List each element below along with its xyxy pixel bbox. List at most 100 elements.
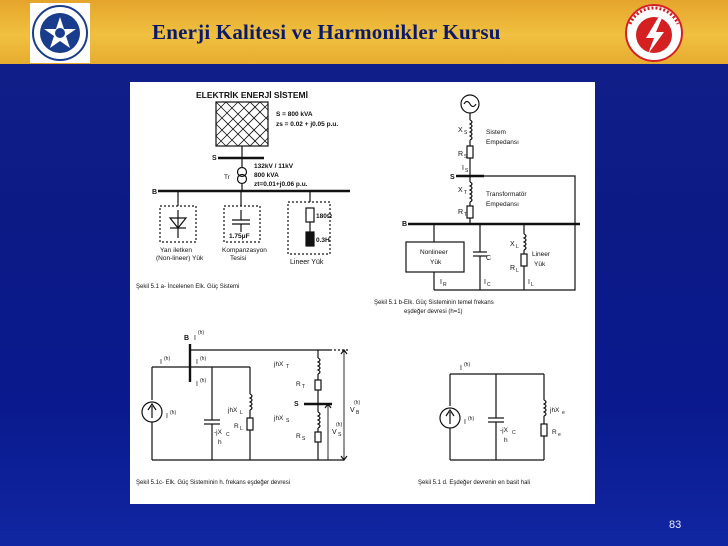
svg-text:R: R	[510, 265, 515, 272]
fig-a-load2-line1: Kompanzasyon	[222, 247, 267, 254]
turkiye-elektrik-iletim-logo-icon	[625, 4, 683, 62]
svg-text:L: L	[516, 244, 519, 250]
svg-text:L: L	[240, 410, 243, 416]
fig-a-load2-line2: Tesisi	[230, 255, 246, 262]
svg-text:L: L	[531, 282, 534, 288]
university-seal-icon	[30, 3, 90, 63]
figure-panel: ELEKTRİK ENERJİ SİSTEMİ S = 800 kVA zs =…	[130, 82, 595, 504]
transformer-icon	[236, 166, 248, 178]
svg-text:L: L	[240, 426, 243, 432]
svg-text:C: C	[512, 430, 516, 436]
svg-text:X: X	[510, 241, 515, 248]
svg-text:S = 800 kVA: S = 800 kVA	[276, 111, 313, 118]
svg-text:C: C	[487, 282, 491, 288]
svg-text:(h): (h)	[164, 356, 170, 362]
svg-text:e: e	[562, 410, 565, 416]
svg-text:B: B	[356, 410, 360, 416]
svg-text:T: T	[286, 364, 289, 370]
svg-text:Nonlineer: Nonlineer	[420, 249, 449, 256]
fig-d-caption: Şekil 5.1 d. Eşdeğer devrenin en basit h…	[418, 480, 530, 486]
svg-text:0.3H: 0.3H	[316, 237, 330, 244]
svg-text:C: C	[226, 432, 230, 438]
svg-text:I: I	[484, 279, 486, 286]
svg-text:S: S	[450, 174, 455, 181]
svg-text:zt=0.01+j0.06 p.u.: zt=0.01+j0.06 p.u.	[254, 181, 308, 188]
svg-text:-jX: -jX	[500, 427, 509, 434]
svg-text:S: S	[286, 418, 290, 424]
svg-text:R: R	[458, 151, 463, 158]
svg-text:R: R	[552, 429, 557, 436]
svg-text:V: V	[332, 429, 337, 436]
header-bar: Enerji Kalitesi ve Harmonikler Kursu	[0, 0, 728, 64]
svg-text:S: S	[212, 155, 217, 162]
svg-text:S: S	[338, 432, 342, 438]
svg-text:V: V	[350, 407, 355, 414]
svg-text:I: I	[460, 365, 462, 372]
svg-text:T: T	[464, 190, 467, 196]
svg-text:I: I	[166, 413, 168, 420]
svg-text:e: e	[558, 432, 561, 438]
svg-text:(h): (h)	[198, 330, 204, 336]
svg-text:Lineer Yük: Lineer Yük	[290, 259, 324, 266]
svg-text:B: B	[152, 189, 157, 196]
svg-text:(h): (h)	[354, 400, 360, 406]
svg-text:Transformatör: Transformatör	[486, 191, 527, 198]
svg-text:jhX: jhX	[273, 415, 284, 422]
svg-text:X: X	[458, 127, 463, 134]
svg-text:132kV / 11kV: 132kV / 11kV	[254, 163, 294, 170]
circuit-diagrams: ELEKTRİK ENERJİ SİSTEMİ S = 800 kVA zs =…	[136, 90, 580, 486]
svg-text:Yük: Yük	[534, 261, 546, 268]
svg-text:-jX: -jX	[214, 429, 223, 436]
svg-text:I: I	[196, 359, 198, 366]
fig-b-caption-line2: eşdeğer devresi (h=1)	[404, 309, 463, 315]
svg-text:L: L	[516, 268, 519, 274]
svg-text:S: S	[464, 154, 468, 160]
svg-text:Tr: Tr	[224, 174, 231, 181]
svg-text:180Ω: 180Ω	[316, 213, 332, 220]
svg-text:I: I	[464, 419, 466, 426]
svg-text:R: R	[458, 209, 463, 216]
svg-text:R: R	[443, 282, 447, 288]
svg-text:I: I	[440, 279, 442, 286]
svg-text:(h): (h)	[200, 378, 206, 384]
svg-text:(h): (h)	[468, 416, 474, 422]
svg-text:X: X	[458, 187, 463, 194]
svg-text:(h): (h)	[200, 356, 206, 362]
svg-text:jhX: jhX	[273, 361, 284, 368]
svg-text:I: I	[196, 381, 198, 388]
svg-text:R: R	[234, 423, 239, 430]
fig-b-caption-line1: Şekil 5.1 b-Elk. Güç Sisteminin temel fr…	[374, 300, 494, 306]
svg-text:(h): (h)	[464, 362, 470, 368]
svg-text:1.75μF: 1.75μF	[229, 233, 250, 240]
fig-a-heading: ELEKTRİK ENERJİ SİSTEMİ	[196, 90, 308, 100]
fig-a-load1-line2: (Non-lineer) Yük	[156, 255, 204, 262]
svg-text:I: I	[462, 165, 464, 172]
fig-c-caption: Şekil 5.1c- Elk. Güç Sisteminin h. freka…	[136, 480, 290, 486]
svg-text:Sistem: Sistem	[486, 129, 506, 136]
svg-text:S: S	[302, 436, 306, 442]
svg-text:B: B	[184, 335, 189, 342]
svg-text:S: S	[464, 130, 468, 136]
svg-text:T: T	[464, 212, 467, 218]
svg-text:jhX: jhX	[549, 407, 560, 414]
svg-text:zs = 0.02 + j0.05 p.u.: zs = 0.02 + j0.05 p.u.	[276, 121, 338, 128]
slide-number: 83	[669, 519, 682, 531]
svg-text:h: h	[218, 439, 222, 446]
svg-text:jhX: jhX	[227, 407, 238, 414]
svg-text:800 kVA: 800 kVA	[254, 172, 279, 179]
slide-title: Enerji Kalitesi ve Harmonikler Kursu	[152, 20, 501, 44]
fig-a-load1-line1: Yarı iletken	[160, 247, 192, 254]
svg-text:S: S	[465, 168, 469, 174]
svg-text:Empedansı: Empedansı	[486, 139, 519, 146]
svg-text:Lineer: Lineer	[532, 251, 551, 258]
svg-text:Empedansı: Empedansı	[486, 201, 519, 208]
svg-text:I: I	[160, 359, 162, 366]
svg-text:(h): (h)	[170, 410, 176, 416]
svg-text:I: I	[194, 335, 196, 342]
svg-text:R: R	[296, 433, 301, 440]
svg-text:T: T	[302, 384, 305, 390]
svg-text:h: h	[504, 437, 508, 444]
svg-text:R: R	[296, 381, 301, 388]
svg-text:I: I	[528, 279, 530, 286]
